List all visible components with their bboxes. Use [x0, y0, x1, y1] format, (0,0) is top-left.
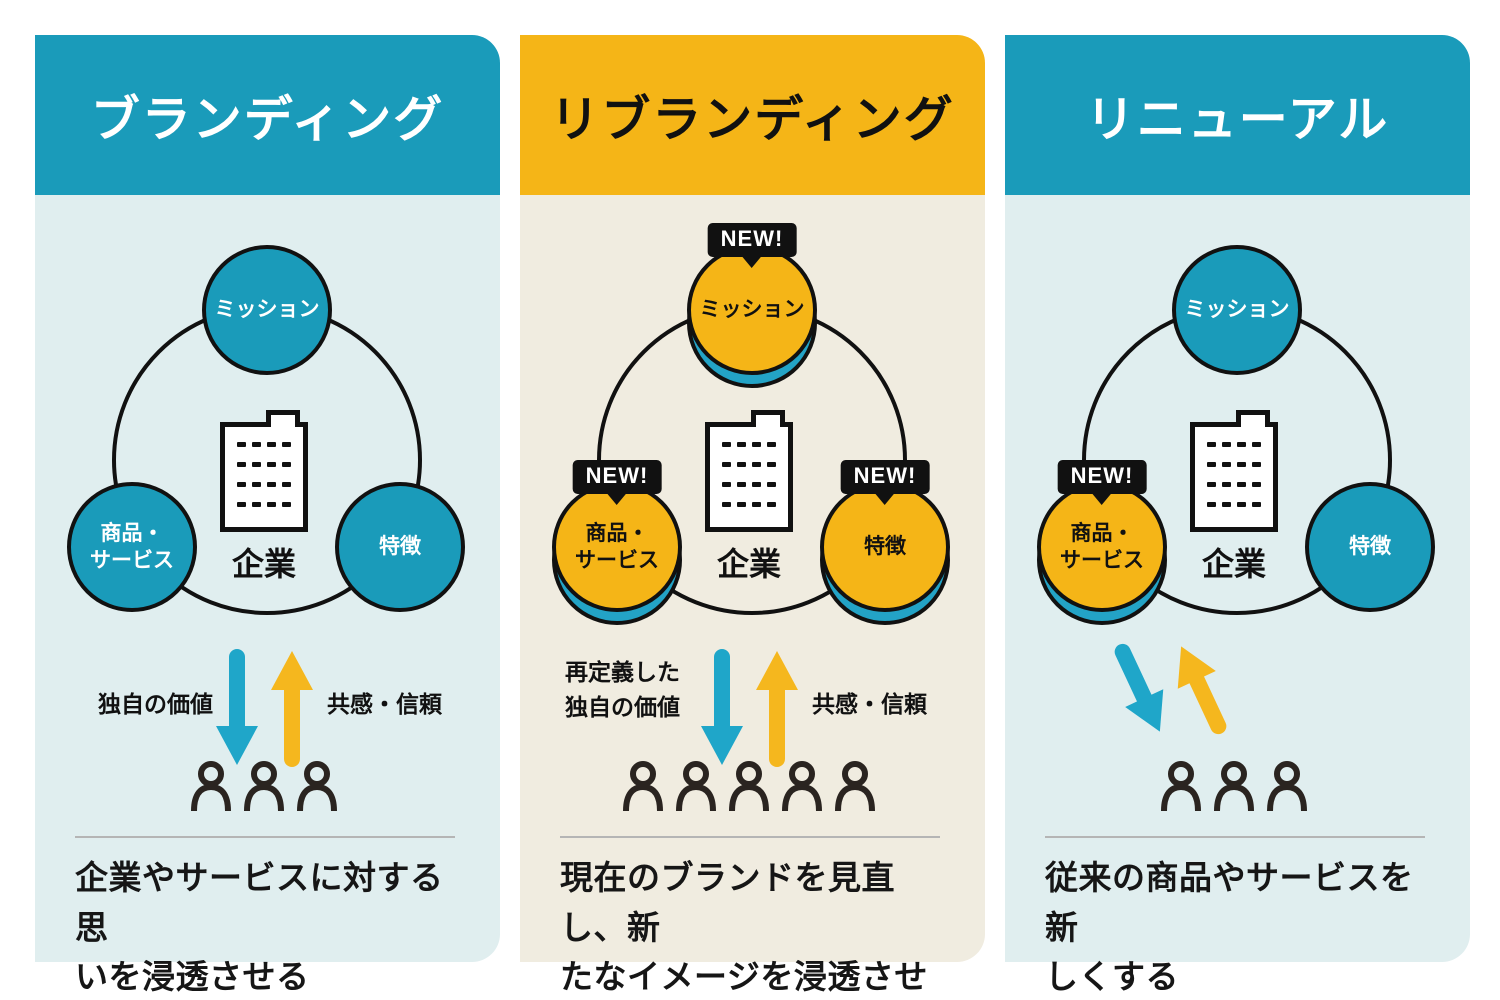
- card-rebranding: リブランディング 企業 ミッション NEW!: [520, 35, 985, 995]
- up-arrow-label: 共感・信頼: [327, 691, 442, 717]
- company-label: 企業: [1201, 546, 1266, 582]
- person-icon: [191, 761, 231, 811]
- person-icon: [729, 761, 769, 811]
- person-icon: [835, 761, 875, 811]
- down-arrow-label-line-2: 独自の価値: [565, 693, 680, 720]
- building-roof-block: [751, 410, 785, 427]
- card-branding-header: ブランディング: [35, 35, 500, 195]
- node-products-label-1: 商品・: [100, 521, 164, 545]
- node-products-label-1: 商品・: [1070, 521, 1134, 545]
- description-line-2: しくする: [1045, 958, 1179, 995]
- node-features: 特徴: [1305, 482, 1435, 612]
- building-roof-block: [266, 410, 300, 427]
- node-mission-label: ミッション: [699, 298, 805, 322]
- arrow-up-icon: [756, 651, 798, 767]
- description: 現在のブランドを見直し、新 たなイメージを浸透させる: [560, 853, 960, 1000]
- new-badge: NEW!: [1057, 460, 1147, 494]
- divider: [75, 836, 455, 838]
- person-icon: [782, 761, 822, 811]
- audience-people-row: [1005, 761, 1463, 811]
- card-renewal-title: リニューアル: [1085, 92, 1390, 147]
- description: 企業やサービスに対する思 いを浸透させる: [75, 853, 475, 1000]
- divider: [560, 836, 940, 838]
- person-icon: [244, 761, 284, 811]
- node-features: 特徴: [335, 482, 465, 612]
- person-icon: [1267, 761, 1307, 811]
- company-building-icon: [1190, 410, 1278, 532]
- new-badge: NEW!: [707, 223, 797, 257]
- node-features-label: 特徴: [379, 535, 421, 559]
- new-badge: NEW!: [572, 460, 662, 494]
- arrow-down-icon: [701, 649, 743, 765]
- company-label: 企業: [231, 546, 296, 582]
- node-products-label-2: サービス: [1060, 549, 1144, 572]
- node-products-label-1: 商品・: [585, 521, 649, 545]
- person-icon: [623, 761, 663, 811]
- card-rebranding-body: 企業 ミッション NEW! 商品・ サービス NEW! 特徴: [520, 195, 985, 995]
- node-mission: ミッション: [1172, 245, 1302, 375]
- up-arrow-label: 共感・信頼: [812, 691, 927, 717]
- person-icon: [1161, 761, 1201, 811]
- down-arrow-label: 再定義した 独自の価値: [565, 655, 735, 724]
- node-products-services: 商品・ サービス NEW!: [1037, 460, 1167, 625]
- node-mission: ミッション NEW!: [687, 223, 817, 388]
- audience-people-row: [35, 761, 493, 811]
- company-building-icon: [220, 410, 308, 532]
- card-renewal-header: リニューアル: [1005, 35, 1470, 195]
- card-branding-title: ブランディング: [90, 92, 445, 147]
- person-icon: [1214, 761, 1254, 811]
- node-features-label: 特徴: [1349, 535, 1391, 559]
- node-products-label-2: サービス: [90, 549, 174, 572]
- description: 従来の商品やサービスを新 しくする: [1045, 853, 1445, 1000]
- building-roof-block: [1236, 410, 1270, 427]
- card-branding-body: 企業 ミッション 商品・ サービス 特徴: [35, 195, 500, 995]
- card-rebranding-title: リブランディング: [550, 92, 955, 147]
- card-renewal: リニューアル 企業 ミッション 商品・ サービス: [1005, 35, 1470, 995]
- card-renewal-body: 企業 ミッション 商品・ サービス NEW! 特徴: [1005, 195, 1470, 995]
- arrow-up-icon: [271, 651, 313, 767]
- description-line-1: 従来の商品やサービスを新: [1045, 859, 1414, 946]
- node-products-services: 商品・ サービス NEW!: [552, 460, 682, 625]
- node-mission-label: ミッション: [214, 298, 320, 322]
- node-products-label-2: サービス: [575, 549, 659, 572]
- card-rebranding-header: リブランディング: [520, 35, 985, 195]
- person-icon: [297, 761, 337, 811]
- description-line-2: たなイメージを浸透させる: [560, 958, 928, 995]
- node-mission: ミッション: [202, 245, 332, 375]
- divider: [1045, 836, 1425, 838]
- node-mission-label: ミッション: [1184, 298, 1290, 322]
- company-label: 企業: [716, 546, 781, 582]
- node-features-label: 特徴: [864, 535, 906, 559]
- down-arrow-label: 独自の価値: [98, 691, 213, 717]
- diagonal-arrow-up-icon: [1177, 646, 1227, 735]
- node-features: 特徴 NEW!: [820, 460, 950, 625]
- company-building-icon: [705, 410, 793, 532]
- arrow-down-icon: [216, 649, 258, 765]
- new-badge: NEW!: [840, 460, 930, 494]
- audience-people-row: [520, 761, 978, 811]
- description-line-1: 企業やサービスに対する思: [75, 859, 444, 946]
- down-arrow-label-line-1: 再定義した: [565, 659, 680, 685]
- diagonal-arrow-down-icon: [1114, 643, 1164, 732]
- description-line-2: いを浸透させる: [75, 958, 310, 995]
- node-products-services: 商品・ サービス: [67, 482, 197, 612]
- person-icon: [676, 761, 716, 811]
- description-line-1: 現在のブランドを見直し、新: [560, 859, 895, 946]
- card-branding: ブランディング 企業 ミッション 商品・ サービス: [35, 35, 500, 995]
